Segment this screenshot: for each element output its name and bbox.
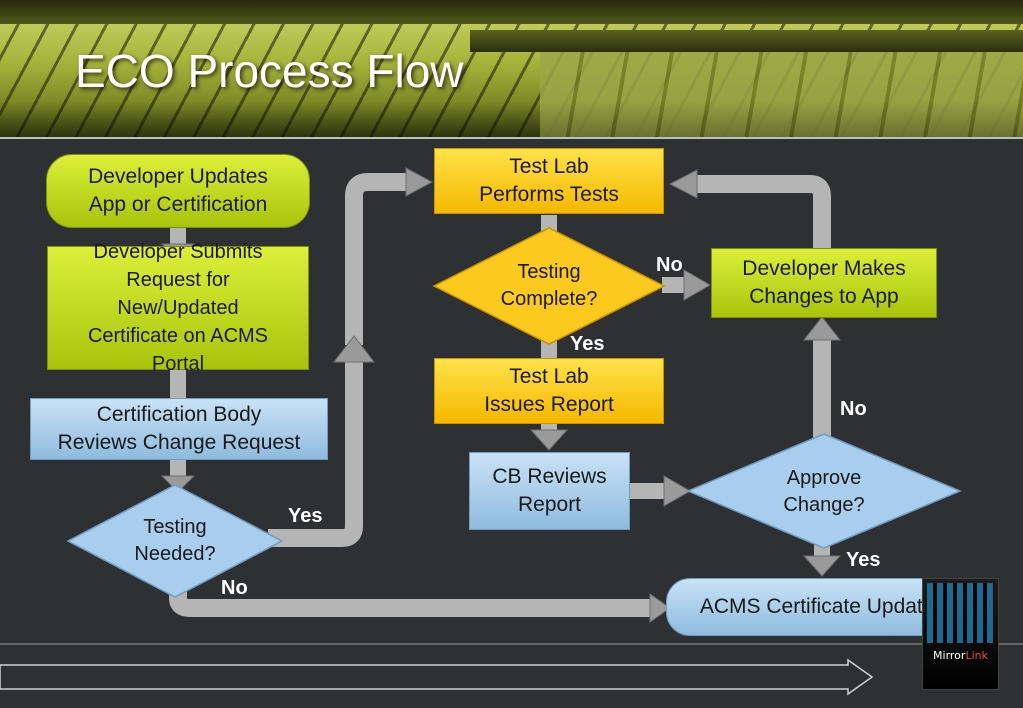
connector-dev-changes-to-test-lab [695,175,831,248]
arrowhead-right-no [683,269,712,301]
arrowhead-right-acms [649,593,671,623]
node-developer-updates: Developer Updates App or Certification [46,154,310,228]
arrowhead-down-report [529,429,569,451]
arrowhead-up-yes [332,335,376,363]
arrowhead-left-test-lab [668,169,698,199]
edge-label-approve-yes: Yes [846,549,881,571]
arrowhead-down-acms [802,555,842,577]
banner-shade [0,100,1023,137]
node-test-lab-performs: Test Lab Performs Tests [434,148,664,214]
connector-up-to-test-lab [345,173,408,345]
logo-wordmark-accent: Link [965,649,988,662]
banner-overpass [470,30,1023,52]
edge-label-testing-complete-no: No [656,254,683,276]
arrowhead-right-test-lab [405,167,434,197]
header-banner: ECO Process Flow [0,0,1023,137]
logo-wordmark: MirrorLink [923,649,998,662]
diamond-testing-complete [432,227,666,345]
edge-label-approve-no: No [840,398,867,420]
label-testing-needed: Testing Needed? [134,516,216,565]
node-cb-reviews-change: Certification Body Reviews Change Reques… [30,398,328,460]
mirrorlink-logo: MirrorLink [922,578,999,690]
node-test-lab-report: Test Lab Issues Report [434,358,664,424]
arrowhead-up-changes [802,316,842,341]
arrowhead-right-approve [663,475,692,507]
diamond-testing-needed [66,484,284,598]
page-title: ECO Process Flow [75,45,464,97]
banner-road [540,52,1023,137]
banner-rail [0,0,1023,24]
node-developer-submits: Developer Submits Request for New/Update… [47,241,309,375]
edge-label-testing-complete-yes: Yes [570,333,605,355]
node-cb-reviews-report: CB Reviews Report [469,452,630,530]
label-approve-change: Approve Change? [783,467,865,516]
logo-wordmark-main: Mirror [933,649,966,662]
edge-label-testing-needed-no: No [221,577,248,599]
connector-testing-needed-yes [268,360,363,547]
arrowhead-down-2 [160,475,196,493]
edge-label-testing-needed-yes: Yes [288,505,323,527]
bottom-arrow [0,658,874,696]
connector-testing-needed-no [169,568,650,617]
label-testing-complete: Testing Complete? [500,261,598,310]
diamond-approve-change [686,433,962,549]
logo-skyline [927,583,994,643]
node-developer-makes-changes: Developer Makes Changes to App [711,248,937,318]
header-divider [0,137,1023,139]
